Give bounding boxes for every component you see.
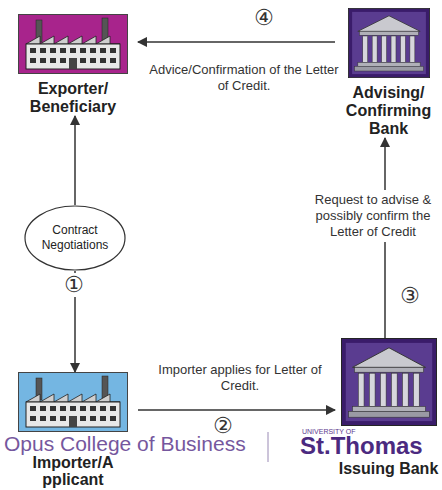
shape-part [110,416,116,421]
shape-part [354,367,423,372]
shape-part [69,58,77,69]
shape-part [352,348,425,368]
shape-part [100,416,106,421]
logo-divider [268,432,269,462]
edge-label: Importer applies for Letter of Credit. [145,362,335,394]
logo-text: St.Thomas [300,433,423,459]
shape-part [30,416,36,421]
shape-part [100,48,106,53]
shape-part [357,16,419,32]
shape-part [400,36,405,62]
callout-number: ④ [254,6,274,30]
shape-part [402,373,408,406]
shape-part [359,31,418,35]
shape-part [80,48,86,53]
party-node: Importer/A pplicant [8,372,138,488]
shape-part [357,62,419,66]
shape-part [80,58,86,63]
shape-part [90,58,96,63]
icon-holder [8,372,138,432]
shape-part [26,402,120,427]
shape-part [19,373,128,432]
shape-part [391,36,396,62]
callout-number: ① [64,273,84,297]
shape-part [348,411,429,417]
shape-part [80,406,86,411]
shape-part [70,406,76,411]
shape-part [40,406,46,411]
shape-part [90,48,96,53]
shape-part [50,48,56,53]
icon-holder [335,338,442,426]
shape-part [409,36,414,62]
node-text: Issuing Bank [335,460,442,478]
shape-part [354,66,423,71]
ellipse-shape [25,206,125,270]
node-text: Exporter/ Beneficiary [8,80,138,116]
callout-number: ③ [400,284,420,308]
node-text: Advising/ Confirming Bank [335,84,442,138]
shape-part [372,36,377,62]
shape-part [60,406,66,411]
edge-label: Advice/Confirmation of the Letter of Cre… [148,62,340,94]
shape-part [26,394,120,402]
shape-part [369,373,375,406]
shape-part [362,36,367,62]
shape-part [380,373,386,406]
shape-part [60,48,66,53]
shape-part [50,406,56,411]
node-text: Contract Negotiations [34,223,116,253]
shape-part [30,58,36,63]
party-node: Exporter/ Beneficiary [8,14,138,116]
node-text: Importer/A pplicant [8,454,138,488]
shape-part [110,48,116,53]
flow-arrow [138,409,335,411]
shape-part [60,58,66,63]
shape-part [60,416,66,421]
shape-part [348,8,429,77]
icon-holder [335,8,442,78]
flow-arrow [138,41,335,43]
shape-part [70,48,76,53]
shape-part [80,416,86,421]
shape-part [413,373,419,406]
shape-part [358,373,364,406]
shape-part [30,48,36,53]
shape-part [352,406,425,411]
bank-icon [341,338,437,426]
shape-part [26,36,120,44]
shape-part [40,58,46,63]
party-node: Issuing Bank [335,338,442,478]
factory-icon [18,372,128,432]
shape-part [381,36,386,62]
shape-part [110,406,116,411]
shape-part [69,416,77,427]
edge-label: Request to advise & possibly confirm the… [304,190,442,242]
shape-part [90,406,96,411]
shape-part [19,15,128,74]
shape-part [352,12,426,74]
shape-part [391,373,397,406]
shape-part [100,406,106,411]
shape-part [30,406,36,411]
shape-part [40,48,46,53]
shape-part [40,416,46,421]
shape-part [50,58,56,63]
shape-part [341,338,436,425]
shape-part [345,343,431,421]
icon-holder [8,14,138,74]
logo-text: Opus College of Business [4,432,246,455]
party-node: Advising/ Confirming Bank [335,8,442,138]
bank-icon [348,8,430,78]
shape-part [100,58,106,63]
shape-part [26,44,120,69]
shape-part [110,58,116,63]
flow-arrow [74,116,76,205]
shape-part [90,416,96,421]
negotiation-ellipse: Contract Negotiations [24,205,126,271]
shape-part [50,416,56,421]
factory-icon [18,14,128,74]
